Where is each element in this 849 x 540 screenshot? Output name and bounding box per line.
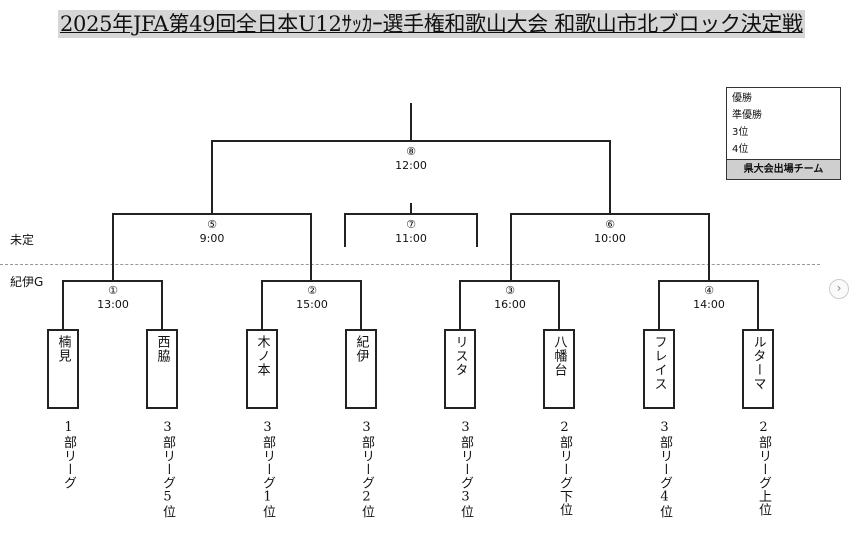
- row-label-lower: 紀伊G: [10, 275, 44, 289]
- match6-number: ⑥: [605, 218, 615, 231]
- team-box: 木ノ本: [246, 329, 278, 409]
- team-box: 八幡台: [543, 329, 575, 409]
- match3-right-drop: [558, 280, 560, 330]
- team-box: 楠見: [47, 329, 79, 409]
- match1-right-drop: [161, 280, 163, 330]
- team-name: ルターマ: [750, 335, 766, 391]
- match7-right-drop: [476, 213, 478, 247]
- match2-bar: [261, 280, 362, 282]
- team-league: 1部リーグ: [61, 420, 76, 490]
- team-name: 八幡台: [551, 335, 567, 377]
- match5-number: ⑤: [207, 218, 217, 231]
- team-league: 3部リーグ2位: [359, 420, 374, 519]
- match2-left-drop: [261, 280, 263, 330]
- team-box: ルターマ: [742, 329, 774, 409]
- team-box: リスタ: [444, 329, 476, 409]
- team-league: 2部リーグ上位: [756, 420, 771, 517]
- match5-right-drop: [310, 213, 312, 281]
- team-name: 木ノ本: [254, 335, 270, 377]
- team-league: 3部リーグ3位: [458, 420, 473, 519]
- team-box: フレイス: [643, 329, 675, 409]
- match1-bar: [62, 280, 163, 282]
- match3-time: 16:00: [494, 298, 526, 311]
- row-label-upper: 未定: [10, 233, 35, 247]
- team-box: 紀伊: [345, 329, 377, 409]
- legend-runner-up: 準優勝: [732, 110, 762, 121]
- team-league: 3部リーグ5位: [160, 420, 175, 519]
- next-page-button[interactable]: ›: [829, 279, 849, 299]
- team-box: 西脇: [146, 329, 178, 409]
- match7-top-line: [410, 203, 412, 215]
- page-title: 2025年JFA第49回全日本U12ｻｯｶｰ選手権和歌山大会 和歌山市北ブロック…: [58, 10, 805, 38]
- match4-left-drop: [658, 280, 660, 330]
- match2-time: 15:00: [296, 298, 328, 311]
- legend-footer: 県大会出場チーム: [727, 159, 840, 179]
- match3-bar: [459, 280, 560, 282]
- match4-number: ④: [704, 284, 714, 297]
- final-right-drop: [609, 140, 611, 214]
- team-name: 紀伊: [353, 335, 369, 363]
- match7-bar: [344, 213, 478, 215]
- match1-time: 13:00: [97, 298, 129, 311]
- match7-number: ⑦: [406, 218, 416, 231]
- match3-left-drop: [459, 280, 461, 330]
- match4-time: 14:00: [693, 298, 725, 311]
- match6-time: 10:00: [594, 232, 626, 245]
- final-bar: [211, 140, 611, 142]
- final-left-drop: [211, 140, 213, 214]
- match5-time: 9:00: [199, 232, 225, 245]
- match1-left-drop: [62, 280, 64, 330]
- legend-fourth: 4位: [732, 144, 749, 155]
- team-league: 2部リーグ下位: [557, 420, 572, 517]
- legend-third: 3位: [732, 127, 749, 138]
- match2-number: ②: [307, 284, 317, 297]
- team-league: 3部リーグ1位: [260, 420, 275, 519]
- match8-number: ⑧: [406, 145, 416, 158]
- team-name: フレイス: [651, 335, 667, 391]
- legend-box: 優勝 準優勝 3位 4位 県大会出場チーム: [726, 87, 841, 180]
- match6-bar: [510, 213, 710, 215]
- match7-time: 11:00: [395, 232, 427, 245]
- match5-left-drop: [112, 213, 114, 281]
- match2-right-drop: [360, 280, 362, 330]
- match1-number: ①: [108, 284, 118, 297]
- match6-left-drop: [510, 213, 512, 281]
- final-top-line: [410, 103, 412, 141]
- match5-bar: [112, 213, 312, 215]
- legend-champion: 優勝: [732, 93, 752, 104]
- match4-right-drop: [757, 280, 759, 330]
- team-name: 楠見: [55, 335, 71, 363]
- team-name: 西脇: [154, 335, 170, 363]
- match4-bar: [658, 280, 759, 282]
- match3-number: ③: [505, 284, 515, 297]
- team-name: リスタ: [452, 335, 468, 377]
- match8-time: 12:00: [395, 159, 427, 172]
- match6-right-drop: [708, 213, 710, 281]
- group-divider: [0, 264, 820, 265]
- match7-left-drop: [344, 213, 346, 247]
- team-league: 3部リーグ4位: [657, 420, 672, 519]
